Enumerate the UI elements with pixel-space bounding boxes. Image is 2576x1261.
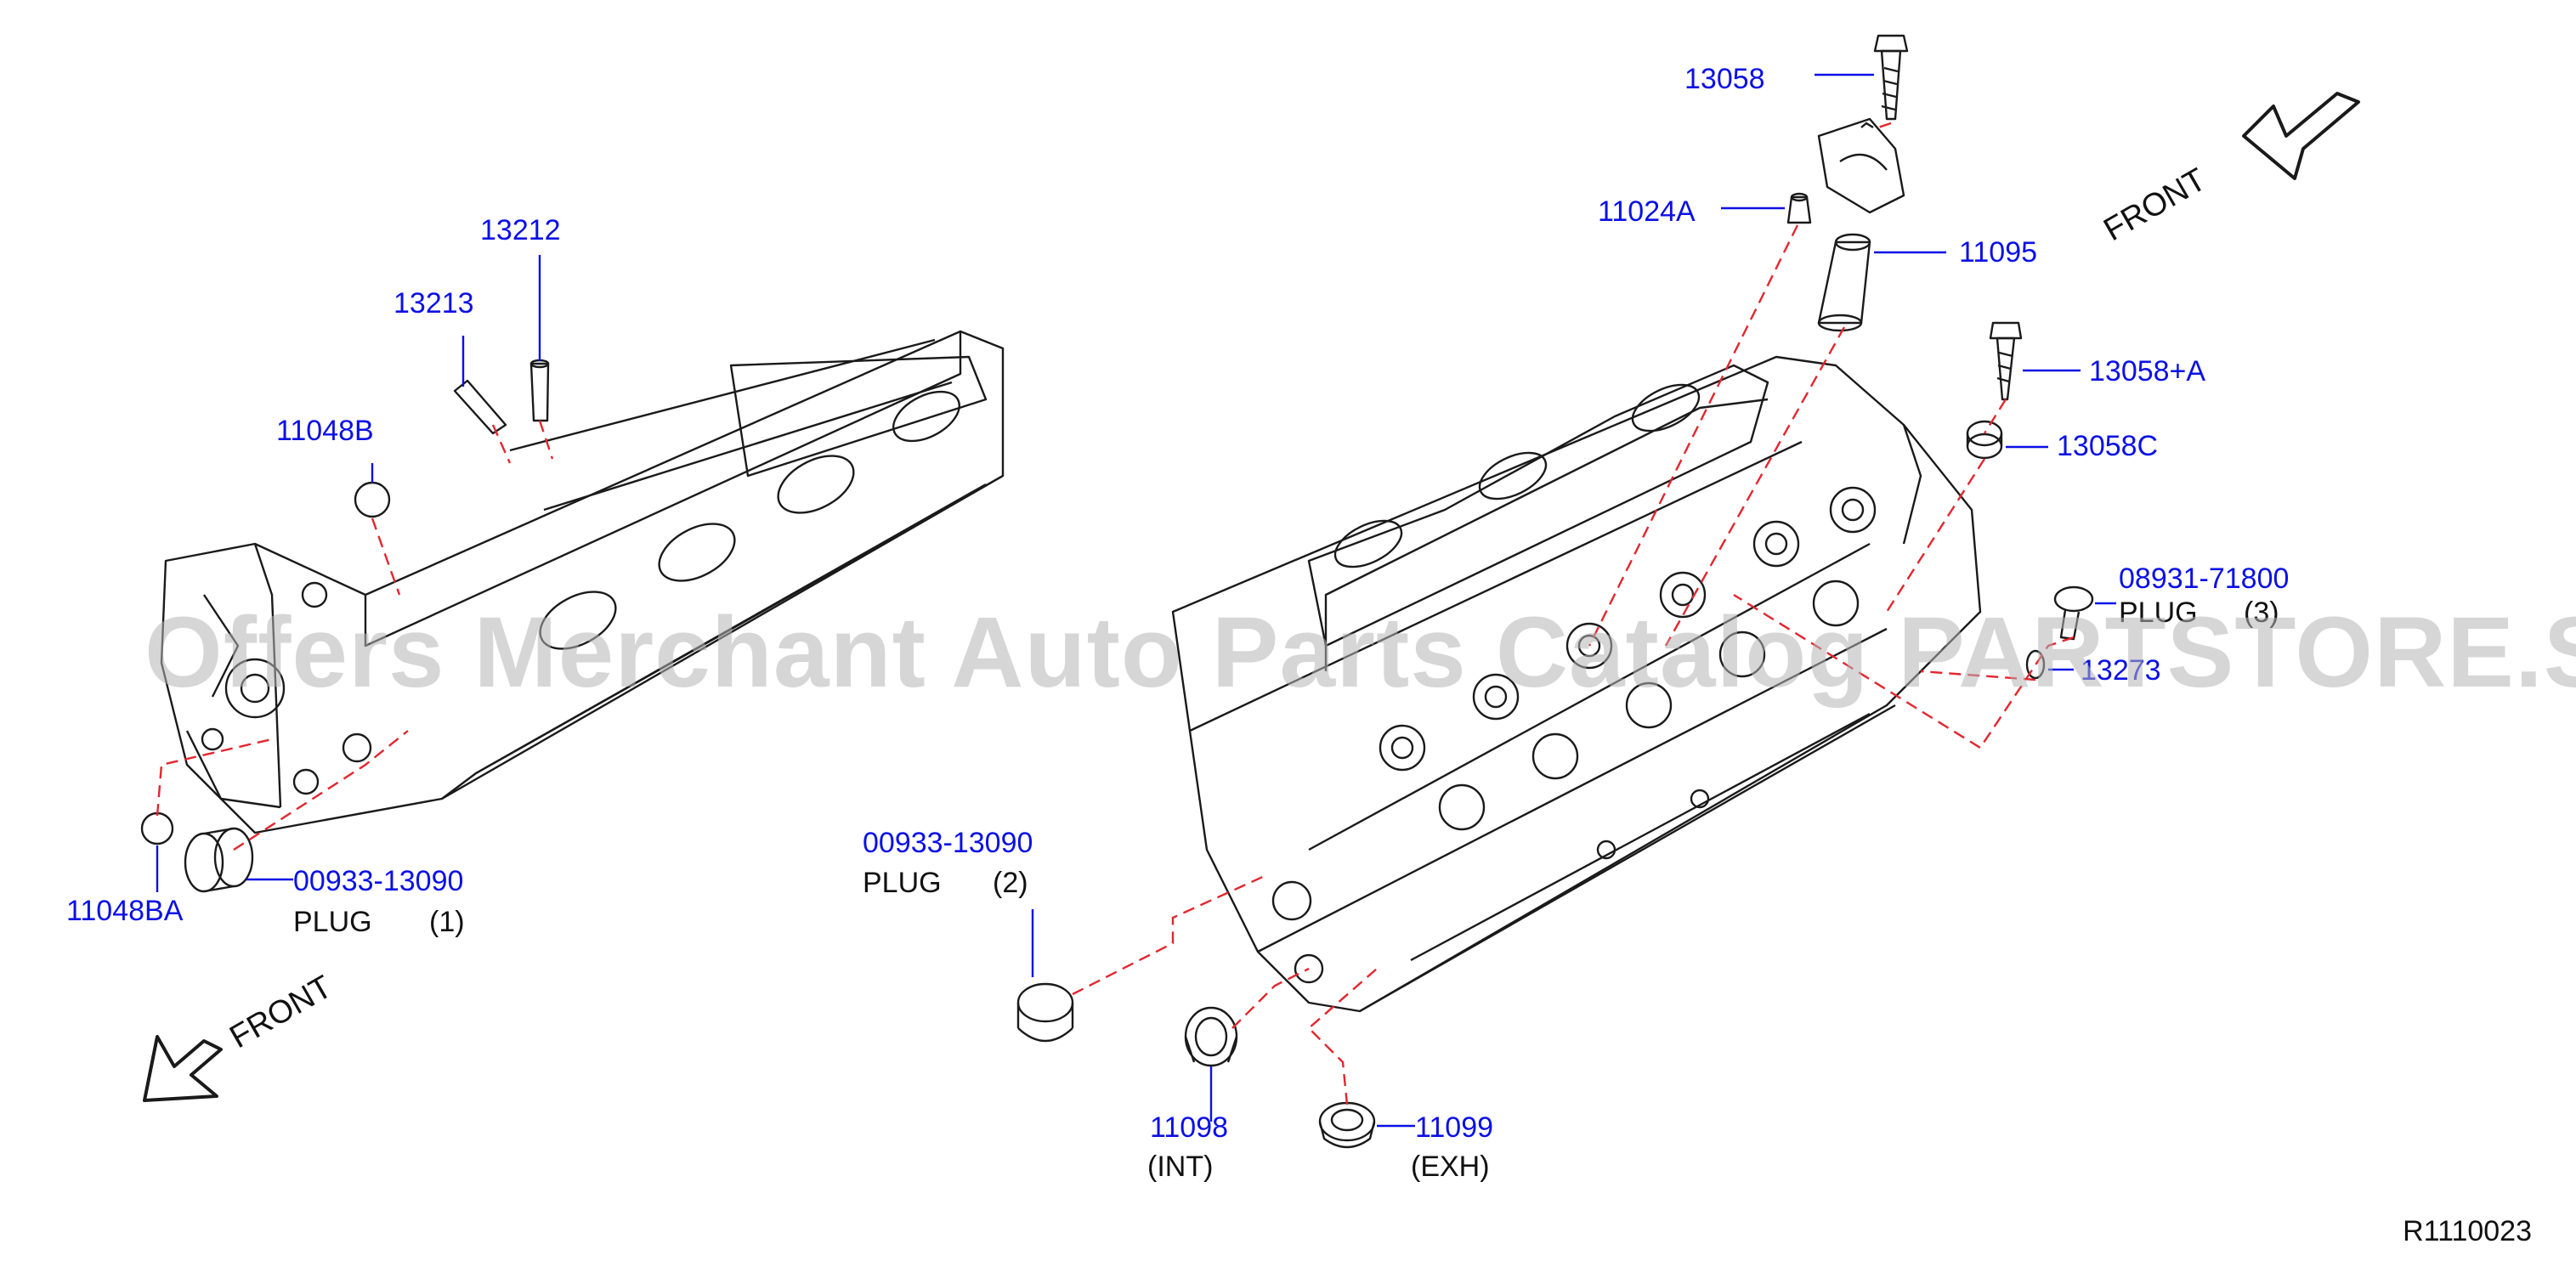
plug-1 — [184, 827, 254, 893]
sleeve-11095 — [1817, 233, 1871, 332]
label-leader-lines — [156, 73, 2116, 1128]
part-label-11099[interactable]: 11099 — [1415, 1111, 1494, 1144]
cam-bracket — [1817, 117, 1905, 214]
part-label-00933-13090-plug1[interactable]: 00933-13090 — [293, 865, 464, 897]
plug-1-label: PLUG — [293, 906, 372, 938]
exhaust-label: (EXH) — [1411, 1151, 1490, 1183]
washer-13273 — [2025, 649, 2046, 680]
left-cylinder-head — [160, 330, 1005, 834]
valve-guide-13213 — [453, 379, 507, 435]
plug-2-label: PLUG — [863, 867, 942, 899]
seal-11098 — [1184, 1006, 1238, 1067]
washer-13058c — [1966, 420, 2003, 460]
part-label-11048b[interactable]: 11048B — [276, 415, 374, 447]
part-label-13058c[interactable]: 13058C — [2057, 430, 2159, 462]
part-label-13058a[interactable]: 13058+A — [2089, 355, 2206, 387]
front-arrow-left — [143, 1035, 223, 1102]
plug-2-number: (2) — [993, 867, 1028, 899]
part-label-08931-71800[interactable]: 08931-71800 — [2119, 563, 2290, 595]
right-cylinder-head — [1171, 355, 1982, 1013]
part-label-13273[interactable]: 13273 — [2081, 654, 2161, 687]
plug-2 — [1016, 982, 1074, 1043]
bolt-13058 — [1873, 34, 1909, 121]
part-label-13213[interactable]: 13213 — [393, 287, 474, 319]
ball-plug-11048b — [354, 481, 391, 518]
plug-1-number: (1) — [429, 906, 465, 938]
valve-guide-13212 — [529, 359, 550, 422]
watermark: Offers Merchant Auto Parts Catalog PARTS… — [144, 597, 2576, 709]
part-label-00933-13090-plug2[interactable]: 00933-13090 — [863, 827, 1033, 859]
plug-3-number: (3) — [2244, 597, 2279, 629]
ball-plug-11048ba — [140, 811, 174, 845]
part-label-13058[interactable]: 13058 — [1684, 63, 1765, 95]
front-arrow-right — [2242, 92, 2360, 180]
plug-08931 — [2053, 585, 2094, 641]
diagram-reference-code: R1110023 — [2403, 1215, 2532, 1247]
plug-3-label: PLUG — [2119, 597, 2198, 629]
part-label-11095[interactable]: 11095 — [1959, 236, 2038, 269]
part-label-11048ba[interactable]: 11048BA — [66, 895, 184, 927]
seal-11099 — [1318, 1101, 1376, 1149]
part-label-13212[interactable]: 13212 — [480, 214, 561, 246]
bolt-13058a — [1989, 321, 2023, 401]
dowel-11024a — [1786, 192, 1812, 224]
part-label-11024a[interactable]: 11024A — [1598, 195, 1696, 228]
assembly-guide-lines — [156, 122, 2075, 1105]
part-label-11098[interactable]: 11098 — [1150, 1111, 1229, 1144]
intake-label: (INT) — [1147, 1151, 1214, 1183]
